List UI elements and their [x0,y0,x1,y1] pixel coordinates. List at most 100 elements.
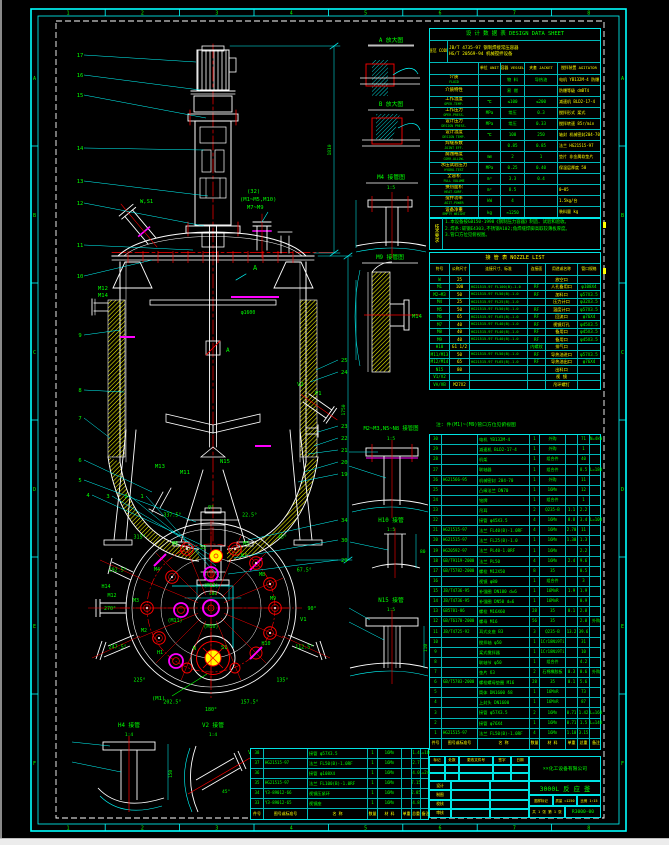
table-cell: 接 管 表 NOZZLE LIST [485,254,545,261]
table-cell: 40 [450,321,470,328]
table-cell [528,298,546,305]
table-cell [442,698,478,708]
agitator-frame [194,120,232,226]
table-cell [442,505,478,515]
table-cell [578,344,600,351]
table-cell: RF [528,358,546,365]
table-cell: MPa [479,108,501,118]
title-block-cell [493,765,511,773]
angle-label: 180° [205,707,217,713]
table-cell: 2.2 [578,505,590,515]
balloon-left: 1 [140,494,143,500]
table-cell: 18 [430,556,442,566]
table-cell: 视镜灯孔 [546,321,578,328]
table-cell: 16MnR [540,586,566,596]
dim-n15: 110 [423,644,429,652]
table-cell: V1/V2 [430,373,450,380]
table-cell [442,465,478,475]
title-block-cell [511,765,529,773]
nozzle-label-n15: N15 [220,459,230,465]
sign-label: 设计 [429,781,451,791]
table-cell [578,381,600,389]
sign-label: 审核 [429,808,451,818]
table-cell: M11/M13 [430,351,450,358]
table-cell [566,475,578,485]
dim-h4: 150 [168,770,174,778]
table-cell [590,698,602,707]
balloon-left: 2 [124,494,127,500]
zone-number: 1 [66,826,69,832]
table-cell: 10 [430,637,442,647]
table-cell: 0.25 [501,163,525,173]
table-cell [590,648,602,657]
field: 图样标记 [529,795,553,806]
table-cell: 1 [530,455,540,465]
table-cell: 65 [450,313,470,320]
title-block-cell [493,773,511,781]
table-cell [566,495,578,505]
angle-label: 157.5° [241,699,259,705]
table-cell: 5.6 [578,678,590,688]
table-cell: φ45X3.5 [580,329,598,335]
table-cell: JB/T4725-92 [442,627,478,637]
table-cell [590,577,602,586]
table-cell: 0.3 [525,108,558,118]
table-cell: HG21515-97 FL40(B)-1.0 [470,336,528,343]
table-cell: ≤100 [501,97,525,107]
table-cell [402,749,412,758]
table-cell: 外购 [592,618,600,624]
table-cell [590,678,602,687]
detail-scale-m2m3: 1:5 [387,436,396,442]
zone-letter: B [33,213,36,219]
table-cell [590,526,602,535]
table-cell: JB/T4736-95 [442,586,478,596]
plan-nozzle-label: M2 [141,628,147,634]
table-cell: 40 [450,336,470,343]
table-cell: 1.42 [578,708,590,718]
table-cell: 0.4 [525,174,558,184]
balloon-left: 6 [78,458,81,464]
title-block-cell [490,790,529,800]
table-cell: 轴封 机械密封204-70 [559,131,600,137]
balloon-left: 7 [78,416,81,422]
table-cell [566,546,578,556]
table-cell: 1 [530,465,540,475]
table-cell [264,749,308,758]
table-cell: 导热油进口 [546,351,578,358]
detail-scale-h10: 1:5 [387,527,396,533]
table-cell: 1.5 [578,718,590,728]
group-note-line1: (32) [247,189,260,195]
table-cell [590,455,602,464]
table-cell: 22 [430,516,442,526]
table-cell: 公称尺寸 [450,264,470,275]
table-cell [479,75,501,85]
table-cell: 11 [430,627,442,637]
table-cell [402,789,412,798]
table-cell [442,495,478,505]
table-cell: 1 [530,546,540,556]
table-cell: 符号 [430,264,450,275]
table-cell [590,496,602,505]
table-cell: 法兰 FL40(B)-1.0RF [478,526,530,536]
table-cell [442,445,478,455]
table-cell: 加料口 [546,291,578,298]
table-cell [479,141,501,151]
balloon-left: 16 [77,73,84,79]
detail-title-a: A 放大图 [379,36,404,44]
balloon-right: 29 [341,558,348,564]
table-cell: 法兰 FL100(B)-1.0RF [308,779,368,788]
table-cell: 39.6 [578,627,590,637]
table-cell: RF [528,328,546,335]
